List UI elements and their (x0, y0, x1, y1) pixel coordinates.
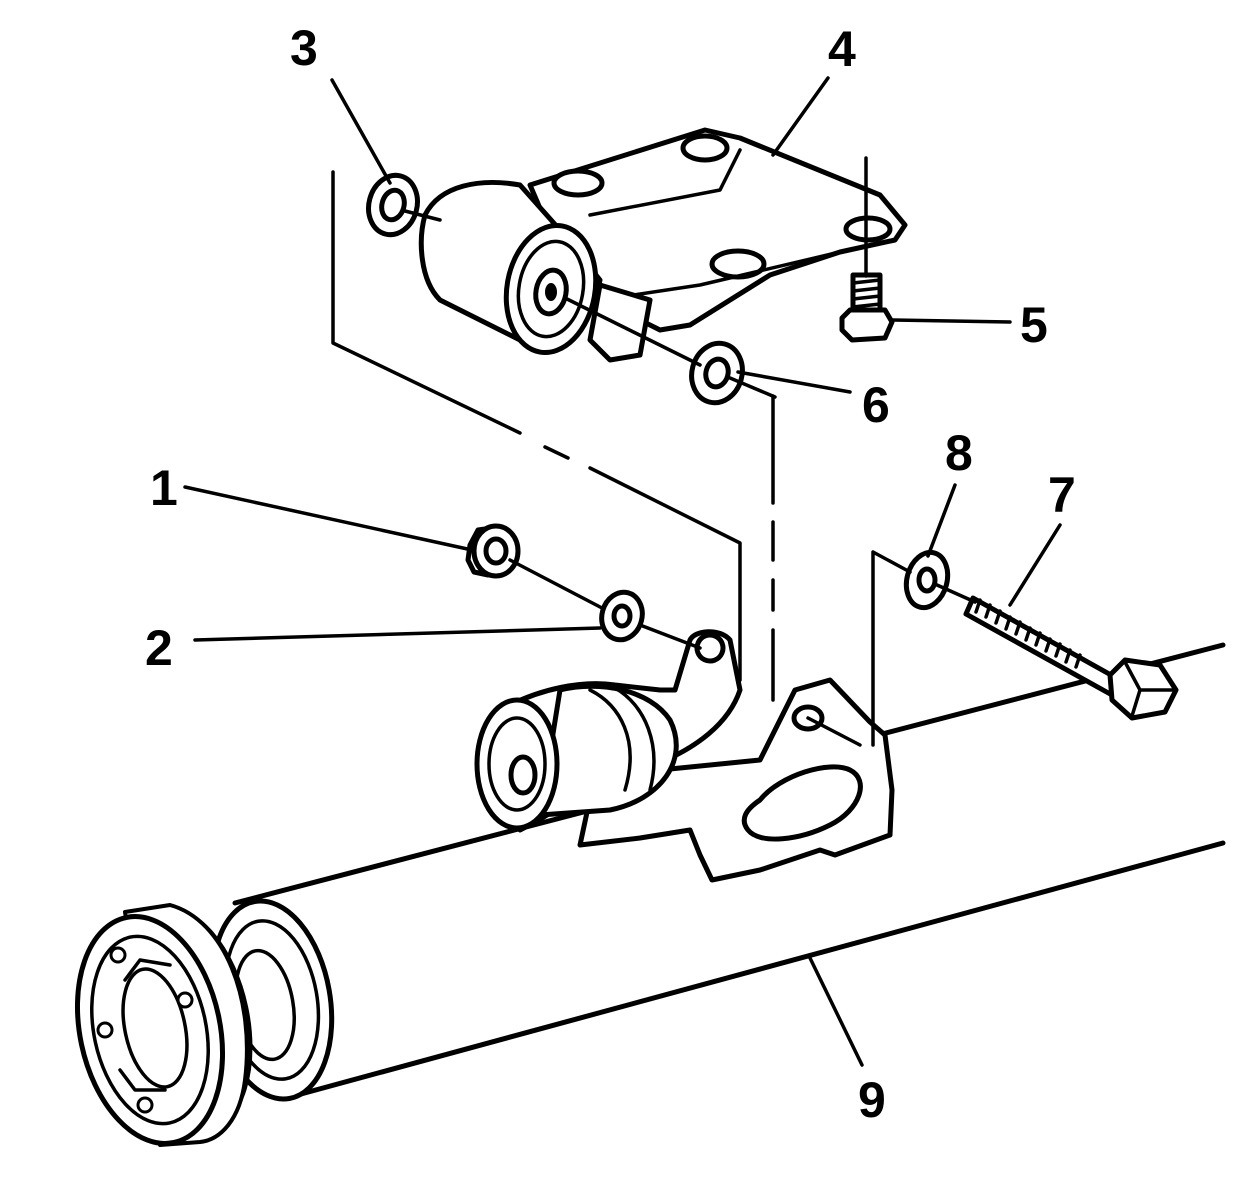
bolt-5 (839, 272, 895, 343)
callout-7: 7 (1048, 467, 1076, 523)
washer-8 (903, 549, 951, 611)
washer-2 (599, 589, 645, 643)
nut-1 (465, 523, 521, 579)
alignment-lines (331, 156, 977, 747)
callout-2: 2 (145, 620, 173, 676)
bolt-7 (963, 595, 1179, 721)
washer-3 (366, 172, 420, 238)
callout-3: 3 (290, 20, 318, 76)
leader-lines (183, 76, 1062, 1067)
washer-6 (689, 340, 745, 406)
callout-9: 9 (858, 1072, 886, 1128)
callout-labels: 3 4 5 6 8 1 7 2 9 (145, 20, 1076, 1128)
callout-4: 4 (828, 21, 856, 77)
callout-6: 6 (862, 377, 890, 433)
callout-5: 5 (1020, 297, 1048, 353)
callout-8: 8 (945, 425, 973, 481)
upper-mount-bracket (418, 127, 908, 363)
callout-1: 1 (150, 460, 178, 516)
